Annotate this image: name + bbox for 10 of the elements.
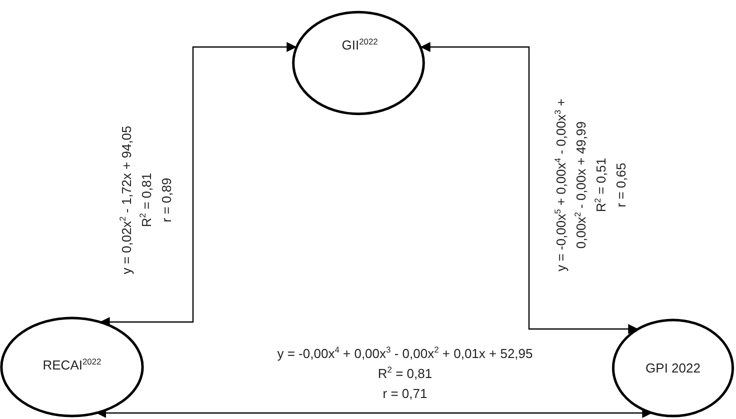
edge-label: y = -0,00x$^{4}$ + 0,00x$^{3}$ - 0,00x$^{2}$ + 0,01x + 52,95 R$^{2}$ = 0,81 r = 0,71 xyxy=(277,344,533,404)
double-arrow xyxy=(100,42,297,327)
node-label: RECAI$^{2022}$ xyxy=(42,357,102,372)
ellipse-node xyxy=(292,10,425,116)
ellipse-node xyxy=(0,316,144,418)
double-arrow xyxy=(96,408,652,418)
node-label: GII$^{2022}$ xyxy=(342,37,378,52)
double-arrow xyxy=(420,42,638,334)
ellipse-node xyxy=(612,318,734,418)
node-label: GPI 2022 xyxy=(646,360,700,376)
